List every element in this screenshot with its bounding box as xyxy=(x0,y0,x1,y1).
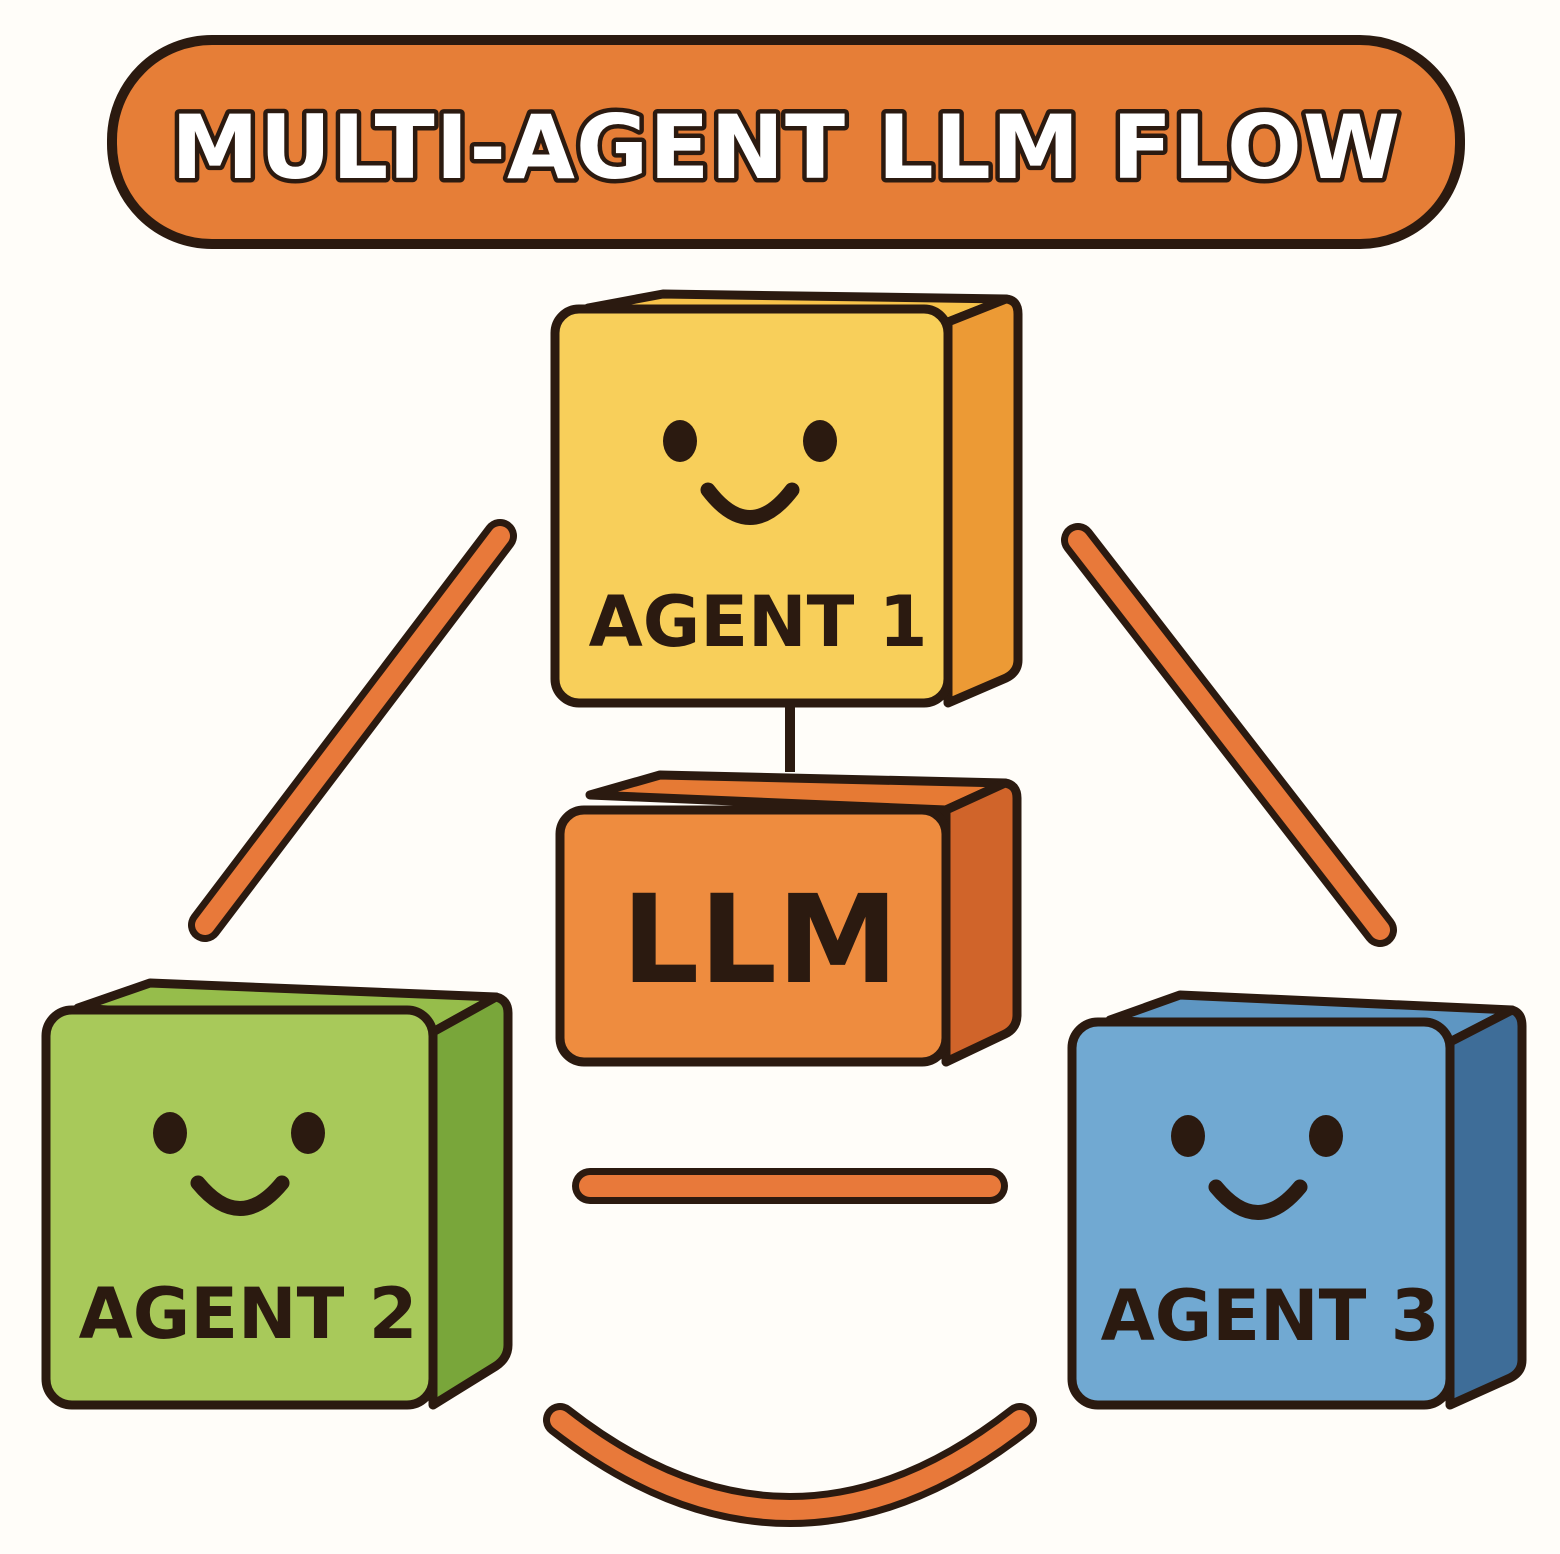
arrow-agent1-agent3 xyxy=(1061,523,1397,947)
agent2-smiley-icon xyxy=(153,1112,325,1216)
title-banner-background xyxy=(107,35,1465,249)
agent3-box[interactable]: AGENT 3 xyxy=(1067,990,1527,1410)
agent1-smiley-icon xyxy=(663,420,837,525)
agent2-box[interactable]: AGENT 2 xyxy=(41,978,513,1410)
llm-label: LLM xyxy=(622,869,899,1011)
llm-box-top xyxy=(585,770,1010,815)
llm-box[interactable]: LLM xyxy=(555,770,1022,1067)
agent3-label: AGENT 3 xyxy=(1101,1275,1440,1357)
agent1-box[interactable]: AGENT 1 xyxy=(550,289,1023,708)
page-title: MULTI-AGENT LLM FLOW xyxy=(171,96,1401,199)
agent1-box-side xyxy=(943,294,1023,708)
agent3-box-side xyxy=(1445,1005,1527,1410)
agent2-box-side xyxy=(428,992,513,1410)
agent1-box-front xyxy=(550,304,953,708)
llm-box-front xyxy=(555,805,951,1067)
arrow-agent1-agent2 xyxy=(188,519,517,942)
agent2-label: AGENT 2 xyxy=(79,1273,418,1355)
arrow-agent2-agent3-curved xyxy=(543,1403,1037,1527)
title-banner: MULTI-AGENT LLM FLOW xyxy=(107,35,1465,249)
agent3-smiley-icon xyxy=(1171,1115,1343,1220)
llm-box-side xyxy=(941,778,1022,1067)
agent1-label: AGENT 1 xyxy=(589,581,928,663)
